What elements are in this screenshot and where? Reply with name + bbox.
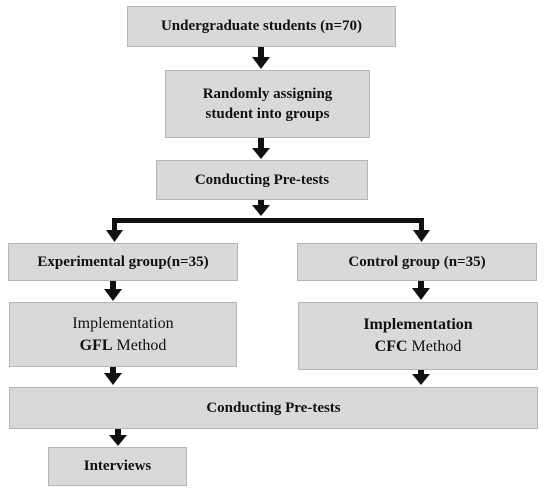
- experimental-group-box: Experimental group(n=35): [8, 243, 238, 281]
- control-group-label: Control group (n=35): [348, 253, 486, 270]
- gfl-method-acronym: GFL: [79, 336, 113, 354]
- cfc-method-line: CFC Method: [375, 336, 462, 358]
- arrow-down-1: [252, 46, 270, 69]
- undergraduate-students-label: Undergraduate students (n=70): [160, 18, 363, 35]
- arrow-down-cfc: [412, 369, 430, 385]
- cfc-implementation-box: Implementation CFC Method: [298, 302, 538, 370]
- random-assignment-label-line2: student into groups: [205, 106, 330, 122]
- interviews-label: Interviews: [83, 458, 152, 475]
- arrow-down-3: [252, 199, 270, 216]
- arrow-down-interviews: [109, 428, 127, 446]
- random-assignment-box: Randomly assigning student into groups: [165, 70, 370, 138]
- gfl-method-line: GFL Method: [80, 335, 167, 357]
- gfl-implementation-label: Implementation: [72, 314, 174, 332]
- cfc-method-word: Method: [411, 338, 462, 355]
- branch-connector: [106, 218, 430, 242]
- pretest-bottom-box: Conducting Pre-tests: [9, 387, 538, 429]
- control-group-box: Control group (n=35): [297, 243, 537, 281]
- pretest-bottom-label: Conducting Pre-tests: [206, 399, 341, 416]
- pretest-top-box: Conducting Pre-tests: [156, 160, 368, 200]
- gfl-method-word: Method: [116, 336, 167, 354]
- random-assignment-label-line1: Randomly assigning: [202, 85, 333, 102]
- arrow-down-experimental: [104, 280, 122, 301]
- experimental-group-label: Experimental group(n=35): [37, 253, 209, 270]
- arrow-down-gfl: [104, 366, 122, 385]
- arrow-down-2: [252, 137, 270, 159]
- arrow-down-control: [412, 280, 430, 300]
- pretest-top-label: Conducting Pre-tests: [194, 171, 330, 188]
- cfc-implementation-label: Implementation: [363, 316, 473, 334]
- interviews-box: Interviews: [48, 447, 187, 486]
- undergraduate-students-box: Undergraduate students (n=70): [127, 6, 396, 47]
- gfl-implementation-box: Implementation GFL Method: [9, 302, 237, 367]
- cfc-method-acronym: CFC: [374, 338, 408, 355]
